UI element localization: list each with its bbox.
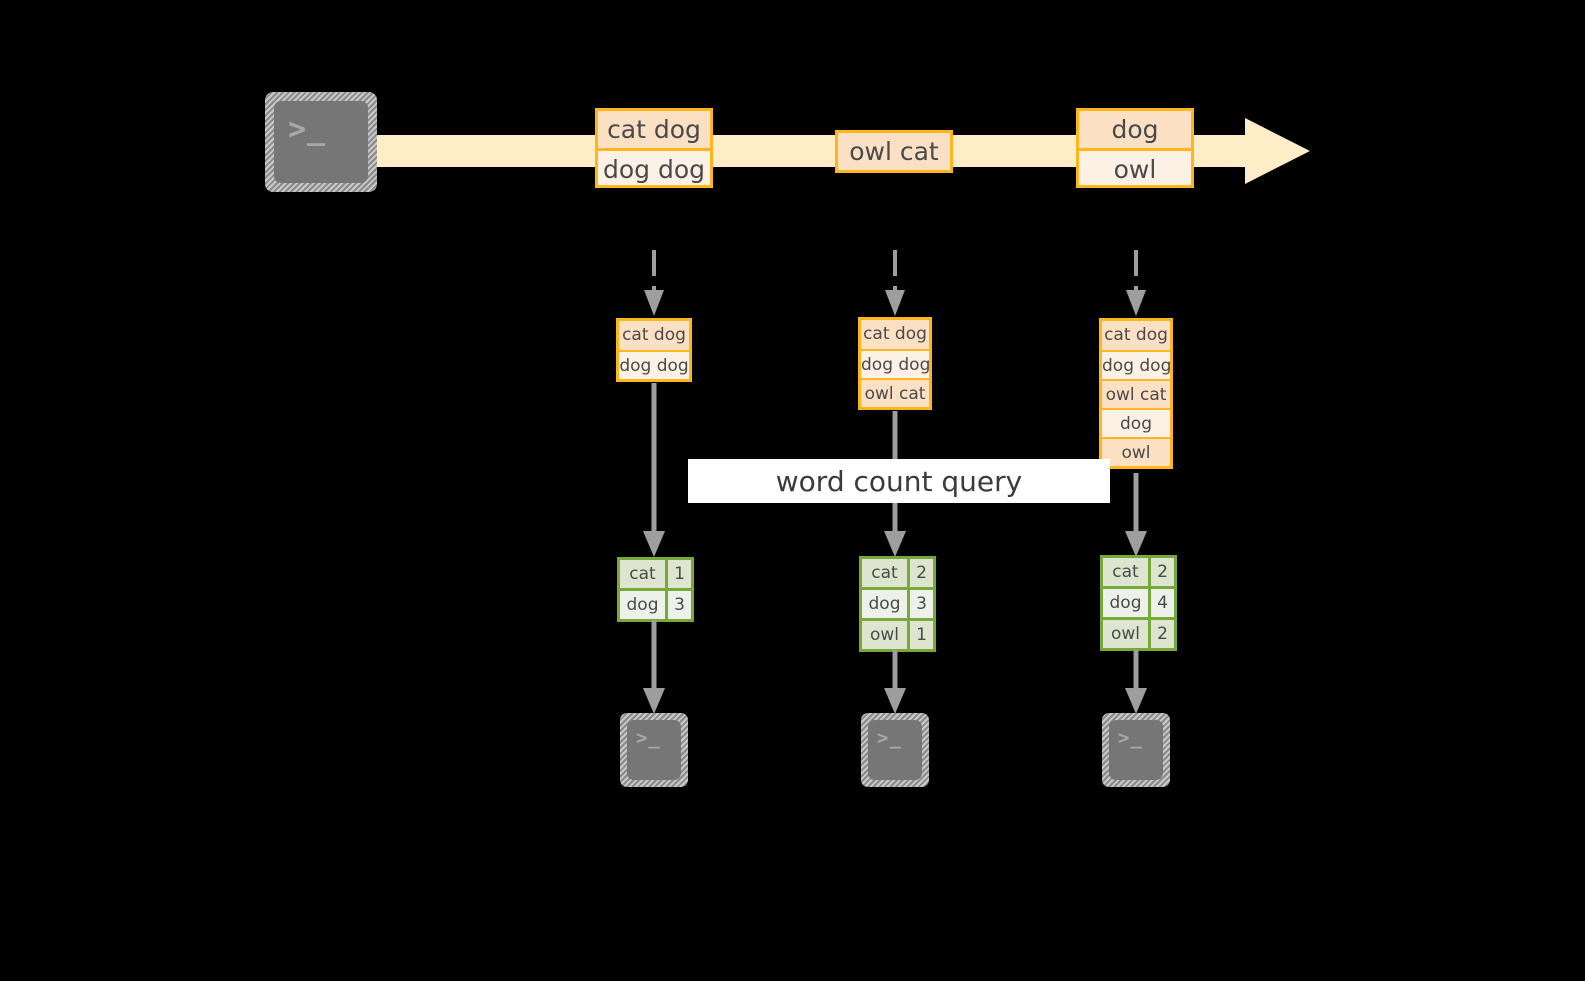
result-word: dog <box>1103 589 1148 617</box>
result-word: dog <box>620 591 665 619</box>
query-connector-3 <box>1125 473 1147 557</box>
result-word: dog <box>862 590 907 618</box>
stream-record-line: cat dog <box>598 111 710 148</box>
result-count: 1 <box>665 560 691 588</box>
result-count: 4 <box>1148 589 1174 617</box>
stream-record-line: owl <box>1079 148 1191 185</box>
result-word: cat <box>862 559 907 587</box>
snapshot-line: owl <box>1102 437 1170 466</box>
snapshot-line: cat dog <box>1102 321 1170 350</box>
result-word: owl <box>862 621 907 649</box>
result-table-1: cat 1 dog 3 <box>617 557 694 622</box>
stream-record-3: dog owl <box>1076 108 1194 188</box>
result-row: dog 3 <box>620 588 691 619</box>
result-count: 2 <box>907 559 933 587</box>
snapshot-line: owl cat <box>861 378 929 407</box>
terminal-prompt-glyph: >_ <box>636 727 661 749</box>
stream-record-line: dog <box>1079 111 1191 148</box>
state-snapshot-1: cat dog dog dog <box>616 318 692 382</box>
result-row: cat 2 <box>1103 558 1174 586</box>
result-row: cat 1 <box>620 560 691 588</box>
result-row: owl 2 <box>1103 617 1174 648</box>
snapshot-line: dog dog <box>619 350 689 379</box>
result-count: 3 <box>665 591 691 619</box>
result-row: owl 1 <box>862 618 933 649</box>
result-count: 2 <box>1148 558 1174 586</box>
result-row: dog 3 <box>862 587 933 618</box>
snapshot-line: owl cat <box>1102 379 1170 408</box>
snapshot-line: dog dog <box>1102 350 1171 379</box>
sink-terminal-icon-1: >_ <box>620 713 688 787</box>
query-connector-1 <box>643 383 665 557</box>
terminal-screen: >_ <box>627 720 681 780</box>
result-table-2: cat 2 dog 3 owl 1 <box>859 556 936 652</box>
source-terminal-icon: >_ <box>265 92 377 192</box>
snapshot-line: dog dog <box>861 349 930 378</box>
sink-terminal-icon-3: >_ <box>1102 713 1170 787</box>
snapshot-line: dog <box>1102 408 1170 437</box>
stream-record-line: dog dog <box>598 148 710 185</box>
result-row: cat 2 <box>862 559 933 587</box>
sink-connector-3 <box>1125 650 1147 714</box>
terminal-screen: >_ <box>868 720 922 780</box>
result-count: 3 <box>907 590 933 618</box>
terminal-prompt-glyph: >_ <box>288 112 327 147</box>
terminal-screen: >_ <box>274 101 368 183</box>
dashed-connector-2 <box>885 250 905 316</box>
state-snapshot-3: cat dog dog dog owl cat dog owl <box>1099 318 1173 469</box>
result-word: owl <box>1103 620 1148 648</box>
terminal-prompt-glyph: >_ <box>877 727 902 749</box>
sink-connector-1 <box>643 620 665 714</box>
result-table-3: cat 2 dog 4 owl 2 <box>1100 555 1177 651</box>
result-row: dog 4 <box>1103 586 1174 617</box>
result-word: cat <box>1103 558 1148 586</box>
sink-connector-2 <box>884 650 906 714</box>
query-label: word count query <box>775 464 1023 498</box>
result-count: 1 <box>907 621 933 649</box>
result-word: cat <box>620 560 665 588</box>
result-count: 2 <box>1148 620 1174 648</box>
state-snapshot-2: cat dog dog dog owl cat <box>858 317 932 410</box>
snapshot-line: cat dog <box>619 321 689 350</box>
query-label-banner: word count query <box>688 459 1110 503</box>
dashed-connector-1 <box>644 250 664 316</box>
snapshot-line: cat dog <box>861 320 929 349</box>
dashed-connector-3 <box>1126 250 1146 316</box>
stream-record-1: cat dog dog dog <box>595 108 713 188</box>
terminal-prompt-glyph: >_ <box>1118 727 1143 749</box>
stream-record-line: owl cat <box>838 133 950 170</box>
terminal-screen: >_ <box>1109 720 1163 780</box>
sink-terminal-icon-2: >_ <box>861 713 929 787</box>
stream-record-2: owl cat <box>835 130 953 173</box>
